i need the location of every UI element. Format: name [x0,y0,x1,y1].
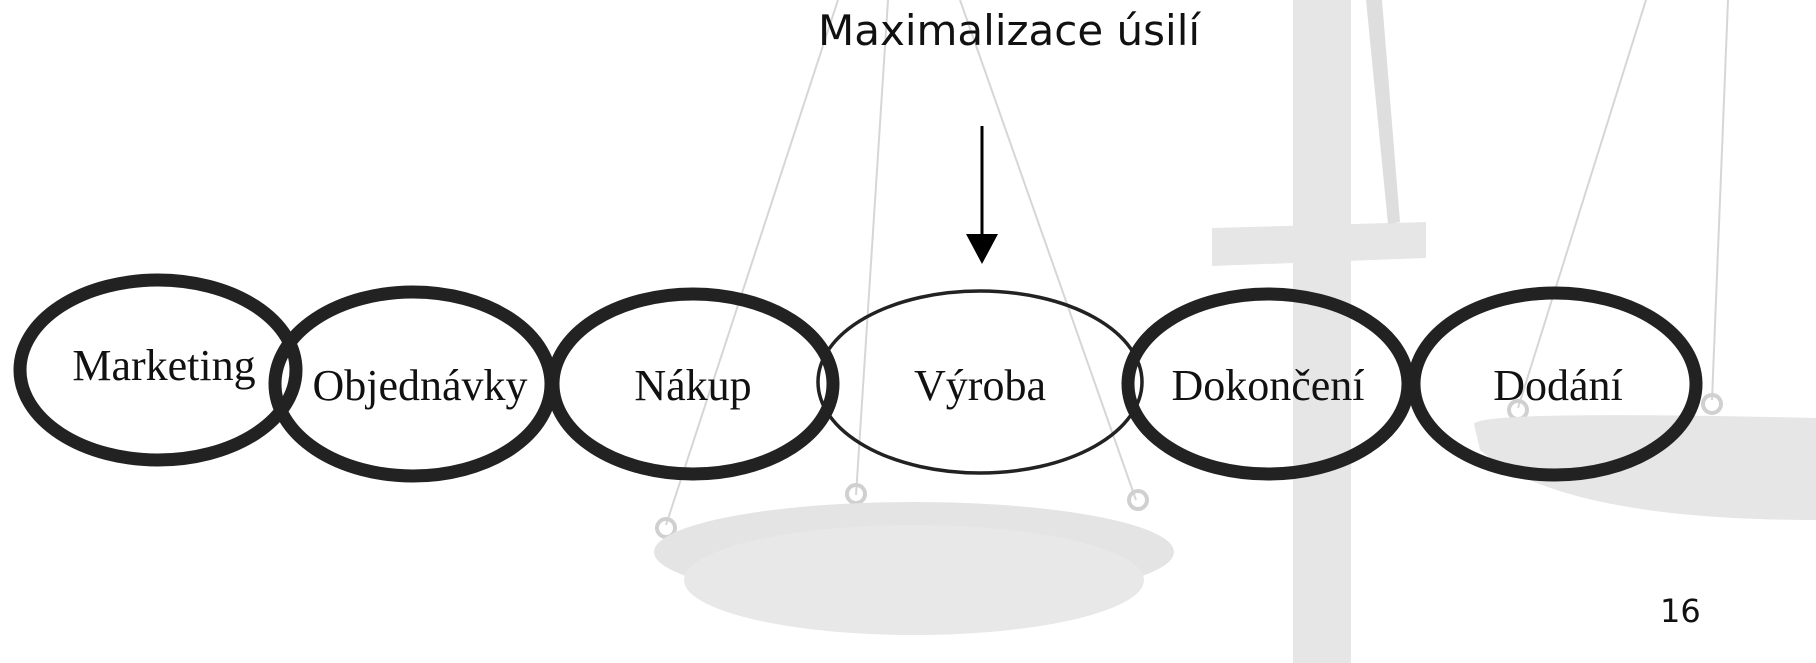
chain-link-vyroba: Výroba [816,289,1144,475]
scale-pillar [1293,0,1351,663]
link-label-marketing: Marketing [72,341,255,390]
link-label-vyroba: Výroba [914,361,1046,410]
link-ring [13,273,303,467]
chain-link-dokonceni: Dokončení [1121,287,1415,481]
scale-hook [1127,489,1149,511]
scale-string [665,0,839,526]
page-number: 16 [1660,592,1701,630]
link-label-nakup: Nákup [634,361,751,410]
chain-link-objednavky: Objednávky [268,285,558,483]
scale-string [959,0,1137,501]
chain-link-nakup: Nákup [546,287,840,481]
link-label-dokonceni: Dokončení [1171,361,1364,410]
slide-heading: Maximalizace úsilí [818,6,1201,55]
chain-link-marketing: Marketing [13,273,303,467]
scale-pan-left-bottom [684,525,1144,635]
scale-beam [1212,222,1426,266]
down-arrow-icon [966,126,998,264]
scale-strap [1366,0,1400,224]
scale-string [1517,0,1647,409]
scale-hook [1701,393,1723,415]
scale-string [855,0,889,496]
scale-string [1711,0,1729,401]
scale-pan-right [1474,415,1816,520]
link-label-dodani: Dodání [1493,361,1623,410]
link-ring [546,287,840,481]
scale-hook [845,483,867,505]
link-ring [1407,286,1703,482]
link-ring [816,289,1144,475]
chain-link-dodani: Dodání [1407,286,1703,482]
link-label-objednavky: Objednávky [312,361,527,410]
